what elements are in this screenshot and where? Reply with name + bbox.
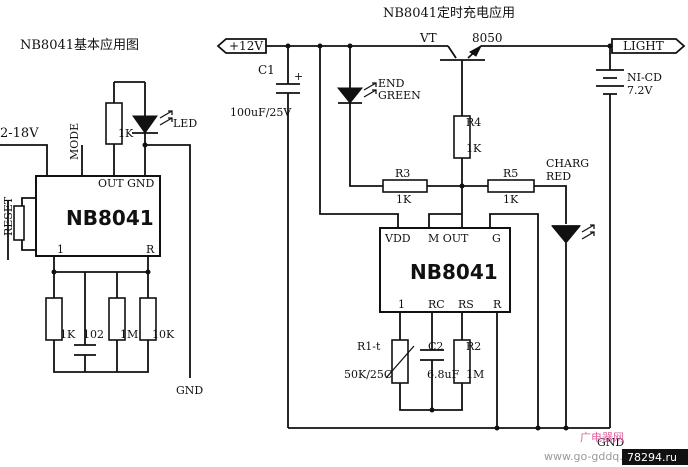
left-top-rail (113, 81, 146, 176)
left-r-1k (45, 297, 63, 341)
left-r-1m (108, 297, 126, 341)
pin-vdd: VDD (384, 232, 411, 245)
left-gnd-line (145, 144, 191, 378)
left-r3-label: 10K (152, 328, 175, 341)
r2-resistor (453, 339, 471, 384)
end-led-wire (338, 46, 383, 187)
vdd-line (319, 46, 399, 228)
right-circuit: NB8041定时充电应用 +12V LIGHT + C1 100uF/25V E… (216, 5, 686, 449)
r5-label: R5 (503, 167, 518, 180)
mout-wire (428, 213, 462, 228)
left-chip-label: NB8041 (66, 206, 154, 230)
c1-plus: + (294, 70, 303, 83)
left-cap (74, 344, 96, 356)
left-c-label: 102 (83, 328, 104, 341)
watermark-url: www.go-gddq.com (544, 450, 646, 463)
r5-wire (534, 185, 567, 224)
r5-resistor (487, 179, 535, 193)
left-r-10k (139, 297, 157, 341)
left-r2-label: 1M (120, 328, 138, 341)
r3-label: R3 (395, 167, 410, 180)
c1-symbol (276, 46, 300, 428)
c2-label: C2 (428, 340, 443, 353)
r5-value: 1K (503, 193, 519, 206)
charg-led-wire (552, 225, 580, 428)
reset-switch: RESET (2, 196, 36, 260)
c1-label: C1 (258, 63, 275, 77)
g-wire (489, 213, 539, 428)
end-led-label-2: GREEN (378, 89, 421, 102)
charg-led-rays-icon (581, 224, 595, 240)
vt-label: VT (419, 31, 437, 45)
left-chip (35, 175, 161, 257)
left-circuit: NB8041基本应用图 2-18V MODE RESET NB8041 OUT … (0, 37, 203, 397)
battery-label-2: 7.2V (627, 84, 653, 97)
left-title: NB8041基本应用图 (20, 37, 139, 53)
transistor-vt: VT 8050 (419, 31, 503, 116)
left-supply-label: 2-18V (0, 126, 39, 141)
light-flag (611, 38, 686, 54)
r4-label: R4 (466, 116, 481, 129)
r2-label: R2 (466, 340, 481, 353)
pin-r: R (493, 298, 502, 311)
pin-1: 1 (398, 298, 405, 311)
left-pin-outgnd: OUT GND (98, 177, 155, 190)
right-chip (379, 227, 511, 313)
led-symbol (132, 115, 158, 134)
left-supply-wire (0, 144, 48, 176)
c1-value: 100uF/25V (230, 106, 292, 119)
watermark-site: 广电器网 (580, 431, 624, 444)
left-gnd-label: GND (176, 384, 203, 397)
led-rays-icon (159, 110, 173, 126)
r4-value: 1K (466, 142, 482, 155)
battery-label-1: NI-CD (627, 71, 662, 84)
pin-rc: RC (428, 298, 445, 311)
led-label: LED (173, 117, 197, 130)
left-top-resistor (105, 102, 123, 145)
r3-resistor (382, 179, 428, 193)
end-led-rays-icon (363, 82, 377, 98)
left-top-resistor-label: 1K (118, 127, 134, 140)
end-led-symbol (336, 87, 364, 104)
charg-led-label-2: RED (546, 170, 571, 183)
c2-value: 6.8uF (427, 368, 460, 381)
watermark-badge (622, 449, 688, 465)
r1-label: R1-t (357, 340, 381, 353)
right-gnd-label: GND (597, 436, 624, 449)
watermark-number: 78294.ru (627, 451, 677, 464)
charg-led-symbol (550, 225, 582, 244)
left-bottom-network (53, 256, 149, 373)
charg-led-label-1: CHARG (546, 157, 589, 170)
mode-label: MODE (68, 123, 81, 160)
right-title: NB8041定时充电应用 (383, 5, 515, 21)
pin-g: G (492, 232, 501, 245)
left-pin-1: 1 (57, 243, 64, 256)
left-pin-r: R (146, 243, 155, 256)
led-wire (132, 132, 158, 176)
battery-symbol (596, 46, 624, 428)
supply-label: +12V (229, 39, 263, 53)
reset-label: RESET (2, 196, 15, 236)
vt-part-label: 8050 (472, 31, 503, 45)
r3-value: 1K (396, 193, 412, 206)
r2-value: 1M (466, 368, 484, 381)
end-led-label-1: END (378, 77, 405, 90)
right-chip-label: NB8041 (410, 260, 498, 284)
pin-rs: RS (458, 298, 474, 311)
left-r1-label: 1K (60, 328, 76, 341)
c2-capacitor (420, 349, 444, 361)
light-label: LIGHT (623, 39, 664, 53)
pin-mout: M OUT (428, 232, 469, 245)
r1-value: 50K/25C (344, 368, 392, 381)
watermark: 广电器网 www.go-gddq.com 78294.ru (544, 431, 688, 465)
